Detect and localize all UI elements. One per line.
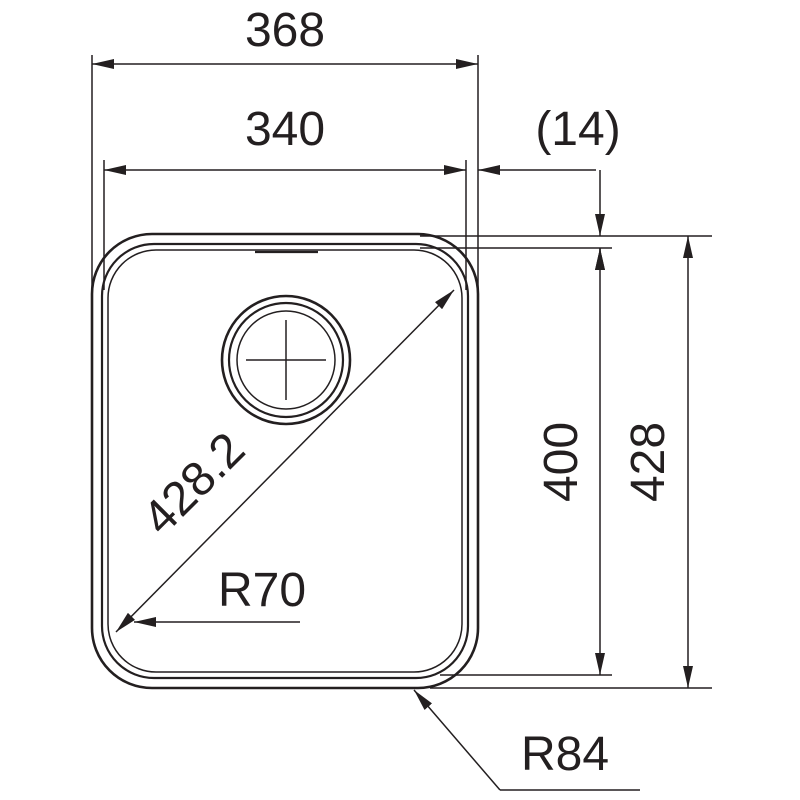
overall-width-label: 368 xyxy=(245,4,325,57)
sink-body xyxy=(90,232,480,690)
bowl-depth-label: 400 xyxy=(535,422,588,502)
outer-radius-leader-diag xyxy=(413,689,501,791)
overall-width-dimension: 368 xyxy=(91,4,479,295)
bowl-depth-dimension: 400 xyxy=(535,248,605,675)
sink-outer-rim xyxy=(90,232,480,690)
inner-radius-label: R70 xyxy=(218,564,306,617)
inner-radius-dimension: R70 xyxy=(134,564,306,627)
outer-radius-label: R84 xyxy=(521,728,609,781)
rim-offset-label: (14) xyxy=(535,103,620,156)
diagonal-label: 428.2 xyxy=(133,423,255,545)
sink-inner-rim xyxy=(100,242,470,680)
rim-offset-dimension: (14) xyxy=(478,103,621,175)
depth-extension-lines xyxy=(420,235,712,689)
bowl-outline xyxy=(107,249,463,673)
bowl-width-label: 340 xyxy=(245,103,325,156)
drain xyxy=(220,294,352,426)
diagonal-line xyxy=(115,289,455,633)
overall-depth-dimension: 428 xyxy=(622,236,693,688)
bowl-width-dimension: 340 xyxy=(103,103,467,290)
overall-depth-label: 428 xyxy=(622,422,675,502)
outer-radius-dimension: R84 xyxy=(413,689,640,791)
